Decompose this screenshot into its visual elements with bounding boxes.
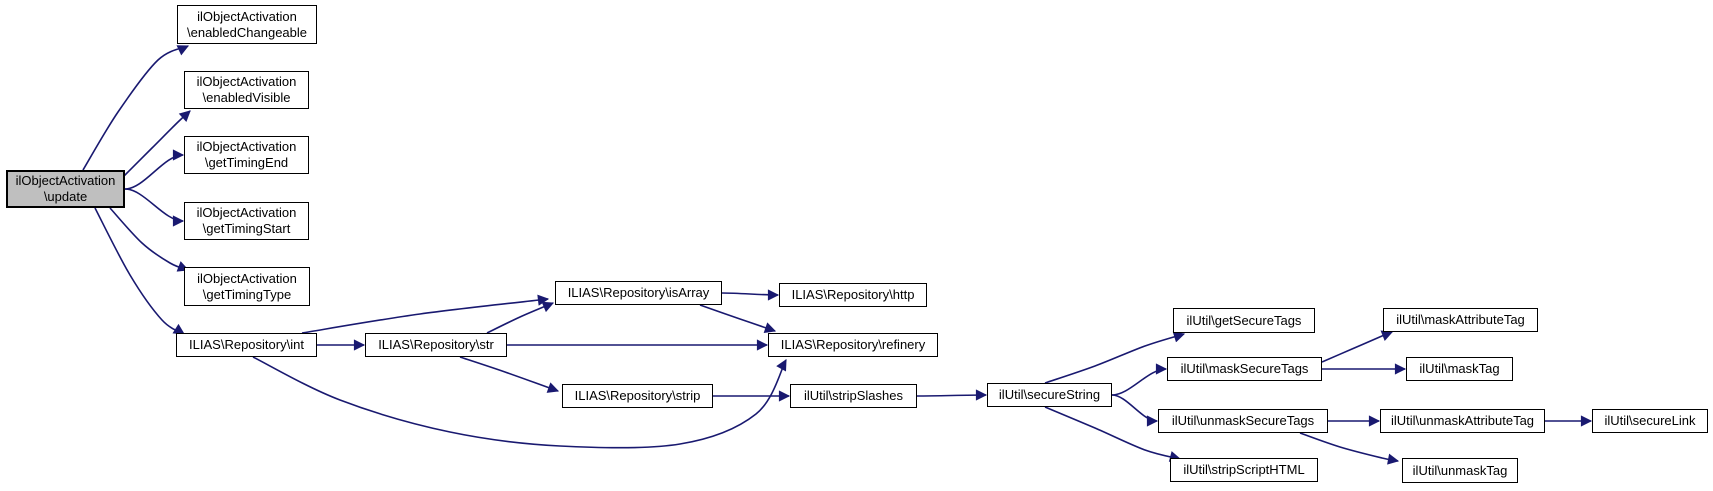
node-label: ILIAS\Repository\str (378, 337, 494, 353)
node-label: \enabledVisible (202, 90, 291, 105)
node-label: ILIAS\Repository\isArray (567, 285, 710, 301)
node-label: \update (43, 189, 88, 204)
graph-node-isArray[interactable]: ILIAS\Repository\isArray (555, 281, 722, 305)
graph-node-unmaskSecureTags[interactable]: ilUtil\unmaskSecureTags (1158, 409, 1328, 433)
graph-node-maskTag[interactable]: ilUtil\maskTag (1406, 357, 1513, 381)
node-label: ilUtil\maskAttributeTag (1396, 312, 1525, 328)
node-label: ilObjectActivation (197, 8, 297, 24)
graph-node-update: ilObjectActivation\update (6, 170, 125, 208)
graph-node-secureLink[interactable]: ilUtil\secureLink (1592, 409, 1708, 433)
graph-node-str[interactable]: ILIAS\Repository\str (365, 333, 507, 357)
node-label: \getTimingType (202, 286, 292, 302)
edge-update-to-enabledChangeable (82, 45, 190, 171)
node-label: ILIAS\Repository\strip (574, 388, 701, 404)
node-label: ilUtil\unmaskSecureTags (1171, 413, 1315, 429)
graph-node-unmaskTag[interactable]: ilUtil\unmaskTag (1402, 458, 1518, 483)
node-label: ilUtil\stripScriptHTML (1183, 462, 1305, 478)
graph-node-getTimingEnd[interactable]: ilObjectActivation\getTimingEnd (184, 136, 309, 174)
edge-secureString-to-maskSecureTags (1111, 363, 1168, 396)
graph-node-refinery[interactable]: ILIAS\Repository\refinery (768, 333, 938, 357)
node-label: ilUtil\getSecureTags (1186, 312, 1302, 328)
node-label: ilUtil\unmaskAttributeTag (1390, 413, 1535, 429)
edge-int-to-isArray (301, 294, 550, 334)
edge-stripSlashes-to-secureString (916, 389, 988, 401)
node-label: \getTimingEnd (204, 155, 289, 170)
node-label: ILIAS\Repository\http (791, 287, 915, 303)
graph-node-getTimingStart[interactable]: ilObjectActivation\getTimingStart (184, 202, 309, 240)
edge-secureString-to-unmaskSecureTags (1111, 394, 1159, 427)
node-label: ILIAS\Repository\int (189, 337, 304, 353)
node-label: ILIAS\Repository\refinery (780, 337, 926, 353)
graph-node-unmaskAttributeTag[interactable]: ilUtil\unmaskAttributeTag (1380, 409, 1545, 433)
node-label: ilUtil\unmaskTag (1412, 462, 1508, 478)
edge-update-to-getTimingEnd (124, 149, 185, 190)
graph-node-stripSlashes[interactable]: ilUtil\stripSlashes (790, 384, 917, 408)
graph-node-http[interactable]: ILIAS\Repository\http (779, 283, 927, 307)
node-label: ilObjectActivation (196, 205, 297, 221)
edge-int-to-refinery (252, 356, 787, 449)
node-label: ilObjectActivation (197, 270, 297, 286)
edge-unmaskSecureTags-to-unmaskTag (1299, 432, 1400, 465)
graph-node-enabledVisible[interactable]: ilObjectActivation\enabledVisible (184, 71, 309, 109)
node-label: ilObjectActivation (196, 74, 297, 90)
graph-node-strip[interactable]: ILIAS\Repository\strip (562, 384, 713, 408)
graph-node-enabledChangeable[interactable]: ilObjectActivation\enabledChangeable (177, 5, 317, 44)
graph-node-stripScriptHTML[interactable]: ilUtil\stripScriptHTML (1170, 458, 1318, 482)
edge-update-to-enabledVisible (123, 110, 191, 177)
edge-secureString-to-getSecureTags (1044, 331, 1186, 384)
node-label: ilUtil\maskTag (1419, 361, 1500, 377)
edge-update-to-getTimingStart (124, 188, 185, 227)
node-label: \enabledChangeable (187, 24, 307, 40)
edge-update-to-getTimingType (109, 207, 190, 272)
graph-node-getSecureTags[interactable]: ilUtil\getSecureTags (1173, 308, 1315, 333)
graph-node-getTimingType[interactable]: ilObjectActivation\getTimingType (184, 267, 310, 306)
edge-str-to-strip (459, 356, 560, 393)
graph-node-maskAttributeTag[interactable]: ilUtil\maskAttributeTag (1383, 308, 1538, 332)
node-label: ilObjectActivation (15, 173, 116, 189)
edge-isArray-to-http (721, 289, 780, 301)
edge-isArray-to-refinery (699, 304, 777, 334)
graph-node-secureString[interactable]: ilUtil\secureString (987, 383, 1112, 407)
node-label: \getTimingStart (202, 221, 291, 236)
edge-maskSecureTags-to-maskAttributeTag (1321, 330, 1394, 363)
edge-secureString-to-stripScriptHTML (1044, 406, 1182, 462)
node-label: ilUtil\secureLink (1604, 413, 1696, 429)
node-label: ilUtil\stripSlashes (804, 388, 903, 404)
node-label: ilUtil\secureString (998, 387, 1101, 403)
edge-update-to-int (94, 207, 185, 335)
graph-node-int[interactable]: ILIAS\Repository\int (176, 333, 317, 357)
node-label: ilObjectActivation (196, 139, 297, 155)
graph-node-maskSecureTags[interactable]: ilUtil\maskSecureTags (1167, 357, 1322, 381)
node-label: ilUtil\maskSecureTags (1180, 361, 1309, 377)
edge-str-to-isArray (486, 301, 555, 334)
